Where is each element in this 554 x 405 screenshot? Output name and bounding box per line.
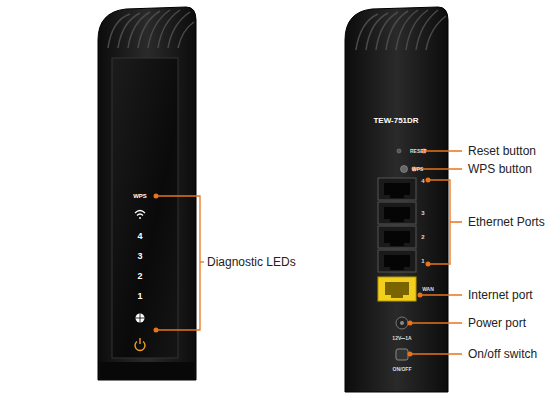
power-bar	[139, 338, 140, 344]
port-number: 3	[421, 210, 424, 216]
bracket-tick	[200, 261, 204, 262]
ethernet-port	[378, 250, 416, 272]
callout-dots	[408, 149, 431, 357]
reset-hole	[397, 149, 401, 153]
led-bracket	[156, 196, 204, 330]
callout-label: Internet port	[468, 289, 533, 301]
port-number: 2	[421, 234, 424, 240]
ethernet-port	[378, 202, 416, 224]
router-base	[100, 362, 194, 380]
wifi-arc	[137, 214, 143, 216]
leader-line	[410, 322, 462, 323]
callout-dot	[154, 194, 159, 199]
router-body	[98, 7, 196, 380]
leader-line	[410, 353, 462, 354]
router-front	[98, 7, 204, 380]
vent-ridge	[178, 22, 194, 48]
port-socket	[384, 207, 410, 222]
callout-label: On/off switch	[468, 348, 537, 360]
vent-ridge	[426, 16, 446, 50]
wifi-dot	[139, 217, 141, 219]
port-socket	[385, 282, 409, 298]
vent-ridges	[108, 10, 194, 48]
callout-label: Power port	[468, 317, 526, 329]
led-label: 4	[137, 232, 142, 241]
vent-ridges	[356, 10, 446, 50]
callout-label: Reset button	[468, 145, 536, 157]
wan-port	[378, 277, 416, 301]
leader-line	[420, 294, 462, 295]
callout-dot	[154, 328, 159, 333]
port-socket	[384, 183, 410, 198]
callout-label: Ethernet Ports	[468, 216, 545, 228]
globe	[136, 314, 145, 323]
callout-label: WPS button	[468, 163, 532, 175]
power-jack	[396, 317, 408, 329]
ports-bracket	[428, 180, 462, 264]
led-label: 1	[137, 292, 142, 301]
callout-dot	[418, 293, 423, 298]
model-number: TEW-751DR	[373, 117, 418, 125]
port-socket	[384, 255, 410, 270]
led-label: 3	[137, 252, 142, 261]
callout-label: Diagnostic LEDs	[207, 256, 296, 268]
ethernet-port	[378, 178, 416, 200]
internet-icon	[136, 314, 145, 323]
globe-lines	[136, 314, 145, 323]
ethernet-port	[378, 226, 416, 248]
callout-dot	[408, 321, 413, 326]
wifi-arc	[135, 211, 145, 214]
bracket-line	[156, 196, 200, 330]
wifi-icon	[135, 211, 145, 219]
port-label: 12V⎓1A	[392, 336, 411, 341]
led-label: WPS	[133, 193, 147, 199]
port-label: WPS	[412, 167, 423, 172]
callout-dot	[426, 178, 431, 183]
port-socket	[384, 231, 410, 246]
router-body	[345, 7, 448, 392]
callout-leaders	[410, 151, 462, 354]
port-label: WAN	[422, 287, 434, 292]
power-icon	[135, 338, 145, 351]
led-label: 2	[137, 272, 142, 281]
port-label: RESET	[410, 149, 427, 154]
wps-button	[401, 166, 408, 173]
power-pin	[400, 321, 404, 325]
port-number: 4	[421, 178, 424, 184]
callout-dot	[426, 262, 431, 267]
router-back	[345, 7, 462, 392]
port-label: ON/OFF	[393, 367, 412, 372]
ethernet-ports	[378, 178, 416, 272]
callout-dot	[408, 352, 413, 357]
port-number: 1	[421, 258, 424, 264]
leader-line	[424, 150, 462, 151]
power-switch	[396, 349, 408, 360]
front-panel	[112, 58, 178, 358]
